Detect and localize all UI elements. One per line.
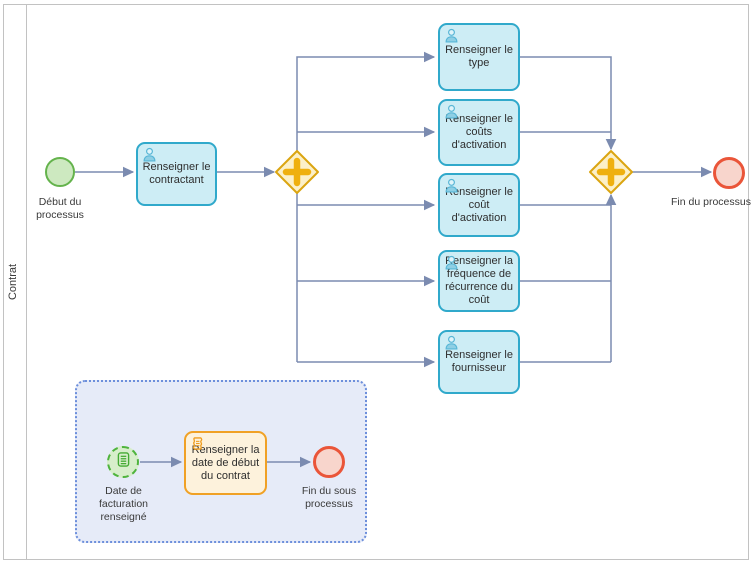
sub-start-event-label: Date de facturation renseigné xyxy=(98,485,149,523)
end-event-label: Fin du processus xyxy=(671,196,751,208)
task-renseigner-le-cout-activation[interactable]: Renseigner le coût d'activation xyxy=(438,173,520,237)
task-renseigner-le-type[interactable]: Renseigner le type xyxy=(438,23,520,91)
plus-icon xyxy=(282,157,312,187)
task-label: Renseigner le type xyxy=(445,44,513,69)
start-event[interactable] xyxy=(45,157,75,187)
end-event[interactable] xyxy=(713,157,745,189)
start-event-label: Début du processus xyxy=(36,196,84,221)
task-label: Renseigner le fournisseur xyxy=(445,349,513,374)
user-icon xyxy=(444,178,459,193)
user-icon xyxy=(142,147,157,162)
task-renseigner-le-couts-activation[interactable]: Renseigner le coûts d'activation xyxy=(438,99,520,166)
flow-type-to-gateway2[interactable] xyxy=(520,56,617,151)
sub-end-event[interactable] xyxy=(313,446,345,478)
user-icon xyxy=(444,28,459,43)
sub-end-event-label: Fin du sous processus xyxy=(301,485,357,510)
task-renseigner-le-contractant[interactable]: Renseigner le contractant xyxy=(136,142,217,206)
user-icon xyxy=(444,104,459,119)
document-icon xyxy=(115,451,132,473)
script-icon xyxy=(190,436,205,451)
task-renseigner-le-fournisseur[interactable]: Renseigner le fournisseur xyxy=(438,330,520,394)
parallel-gateway-join[interactable] xyxy=(587,148,635,196)
task-renseigner-date-debut-contrat[interactable]: Renseigner la date de début du contrat xyxy=(184,431,267,495)
flow-gateway1-to-type[interactable] xyxy=(296,51,436,151)
lane-divider xyxy=(26,4,27,560)
task-label: Renseigner la fréquence de récurrence du… xyxy=(445,255,513,306)
task-label: Renseigner la date de début du contrat xyxy=(191,443,260,482)
task-renseigner-la-frequence[interactable]: Renseigner la fréquence de récurrence du… xyxy=(438,250,520,312)
plus-icon xyxy=(596,157,626,187)
user-icon xyxy=(444,335,459,350)
user-icon xyxy=(444,255,459,270)
parallel-gateway-split[interactable] xyxy=(273,148,321,196)
sub-start-event[interactable] xyxy=(107,446,139,478)
task-label: Renseigner le coûts d'activation xyxy=(445,113,513,151)
task-label: Renseigner le coût d'activation xyxy=(445,185,513,224)
pool-contrat xyxy=(3,4,749,560)
task-label: Renseigner le contractant xyxy=(142,161,211,186)
